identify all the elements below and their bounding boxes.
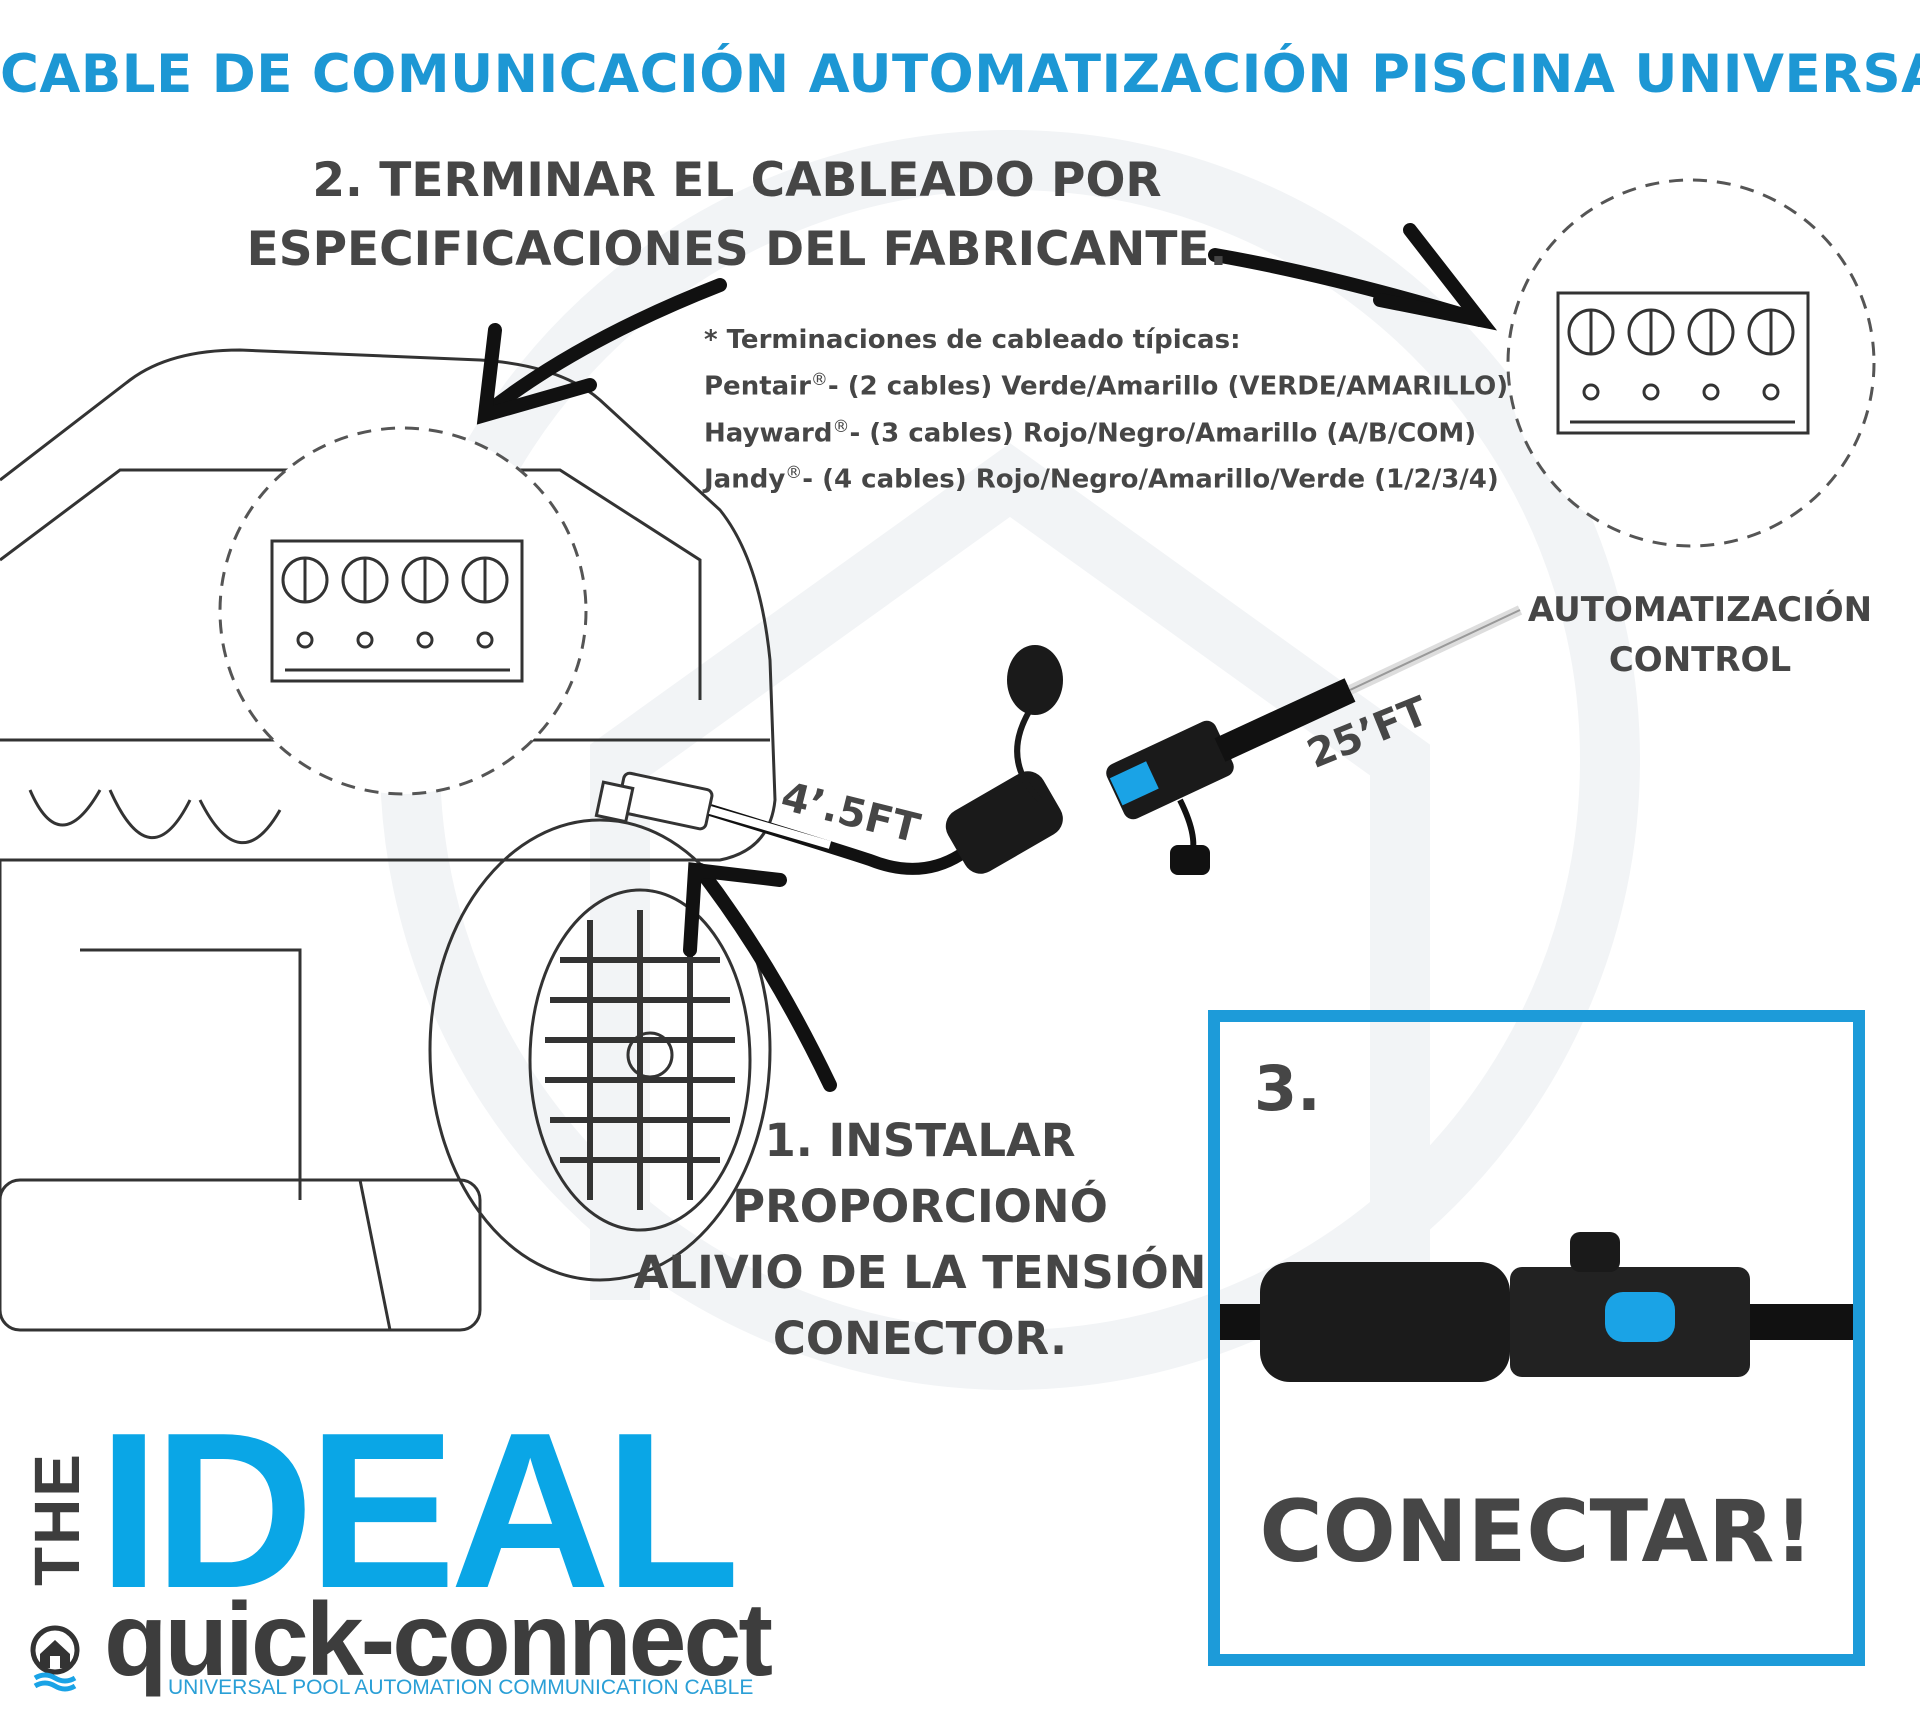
registered-mark: ® bbox=[785, 463, 803, 484]
brand-name: Pentair bbox=[704, 371, 811, 402]
male-connector bbox=[945, 645, 1063, 874]
house-wave-logo-icon bbox=[30, 1625, 80, 1692]
female-connector bbox=[1106, 678, 1356, 875]
step-3-number: 3. bbox=[1254, 1052, 1321, 1125]
registered-mark: ® bbox=[810, 370, 828, 390]
wiring-notes: * Terminaciones de cableado típicas: Pen… bbox=[704, 320, 1508, 500]
step-1-line-2: PROPORCIONÓ bbox=[732, 1180, 1108, 1233]
step-2-line-1: 2. TERMINAR EL CABLEADO POR bbox=[312, 153, 1162, 208]
step-2-instruction: 2. TERMINAR EL CABLEADO POR ESPECIFICACI… bbox=[237, 146, 1237, 284]
logo-tagline: UNIVERSAL POOL AUTOMATION COMMUNICATION … bbox=[168, 1676, 754, 1699]
connected-connector-photo bbox=[1220, 1232, 1853, 1382]
note-text: - (4 cables) Rojo/Negro/Amarillo/Verde (… bbox=[802, 464, 1499, 495]
step-1-line-4: CONECTOR. bbox=[772, 1312, 1068, 1365]
step-2-line-2: ESPECIFICACIONES DEL FABRICANTE. bbox=[246, 222, 1228, 277]
step-1-line-1: 1. INSTALAR bbox=[764, 1114, 1076, 1167]
logo-quick-connect: quick-connect bbox=[104, 1582, 773, 1698]
automation-line-1: AUTOMATIZACIÓN bbox=[1527, 590, 1873, 630]
step-1-instruction: 1. INSTALAR PROPORCIONÓ ALIVIO DE LA TEN… bbox=[620, 1108, 1220, 1372]
brand-name: Hayward bbox=[704, 418, 833, 449]
pump-motor-drawing bbox=[0, 348, 777, 1332]
terminal-block-right bbox=[1506, 178, 1876, 548]
step-3-panel: 3. CONECTAR! bbox=[1208, 1010, 1865, 1666]
registered-mark: ® bbox=[832, 416, 850, 437]
logo-the: THE bbox=[21, 1440, 93, 1598]
notes-heading: * Terminaciones de cableado típicas: bbox=[704, 325, 1241, 355]
note-text: - (2 cables) Verde/Amarillo (VERDE/AMARI… bbox=[827, 371, 1509, 402]
automation-control-label: AUTOMATIZACIÓN CONTROL bbox=[1520, 585, 1880, 685]
note-row-hayward: Hayward®- (3 cables) Rojo/Negro/Amarillo… bbox=[704, 407, 1508, 454]
logo-the-text: THE bbox=[21, 1452, 93, 1586]
connect-label: CONECTAR! bbox=[1259, 1482, 1814, 1582]
terminal-block-left bbox=[218, 426, 588, 796]
note-text: - (3 cables) Rojo/Negro/Amarillo (A/B/CO… bbox=[849, 418, 1477, 449]
note-row-jandy: Jandy®- (4 cables) Rojo/Negro/Amarillo/V… bbox=[704, 453, 1508, 500]
strain-relief-connector bbox=[594, 771, 714, 831]
brand-name: Jandy bbox=[704, 464, 786, 495]
logo-ideal: IDEAL bbox=[98, 1387, 740, 1635]
step-1-line-3: ALIVIO DE LA TENSIÓN bbox=[633, 1246, 1207, 1299]
automation-line-2: CONTROL bbox=[1608, 640, 1792, 680]
note-row-pentair: Pentair®- (2 cables) Verde/Amarillo (VER… bbox=[704, 360, 1508, 407]
page-title: CABLE DE COMUNICACIÓN AUTOMATIZACIÓN PIS… bbox=[0, 44, 1920, 105]
arrow-icon bbox=[476, 223, 1498, 1092]
